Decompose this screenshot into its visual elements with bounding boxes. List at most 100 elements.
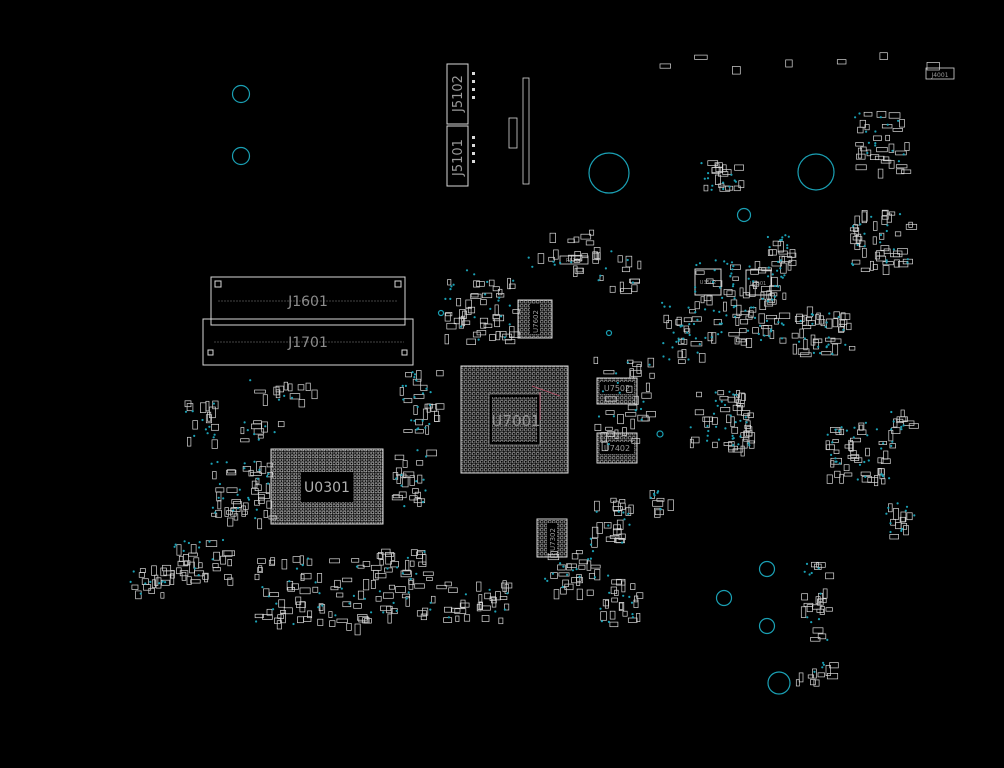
via: [668, 305, 672, 308]
via: [363, 597, 366, 600]
via: [283, 394, 286, 397]
via: [370, 611, 373, 614]
via: [890, 410, 893, 414]
via: [892, 420, 895, 423]
smd-component: [226, 487, 238, 493]
chip-u7302[interactable]: U7302: [536, 518, 568, 558]
via: [164, 581, 167, 584]
smd-component: [667, 499, 674, 511]
chip-u0301[interactable]: U0301: [270, 448, 384, 525]
chip-u7402[interactable]: U7402: [596, 432, 638, 464]
connector-j1701[interactable]: J1701: [202, 318, 414, 366]
via: [402, 398, 405, 401]
smd-component: [346, 623, 352, 631]
via: [826, 638, 829, 642]
via: [777, 321, 780, 324]
smd-component: [616, 578, 626, 586]
via: [570, 261, 573, 264]
smd-component: [227, 469, 236, 474]
mounting-hole: [758, 560, 776, 578]
via: [732, 393, 735, 396]
smd-component: [160, 592, 165, 599]
smd-component: [298, 399, 306, 408]
via: [656, 491, 659, 494]
smd-component: [860, 267, 870, 272]
smd-component: [242, 466, 251, 472]
via: [838, 462, 841, 465]
via: [897, 160, 901, 163]
via: [780, 322, 784, 325]
smd-component: [860, 146, 867, 152]
label-u7602: U7602: [532, 310, 540, 333]
via: [527, 256, 530, 259]
smd-component: [609, 621, 619, 628]
via: [723, 403, 727, 407]
via: [208, 540, 211, 543]
smd-component: [205, 400, 210, 412]
smd-component: [833, 311, 840, 319]
connector-j1601[interactable]: J1601: [210, 276, 406, 326]
smd-component: [714, 162, 723, 168]
smd-component: [342, 577, 353, 583]
connector-j4001[interactable]: J4001: [925, 67, 955, 80]
via: [301, 564, 304, 567]
smd-component: [745, 338, 753, 348]
smd-component: [405, 559, 410, 571]
via: [753, 316, 757, 319]
smd-component: [250, 471, 262, 476]
smd-component: [547, 553, 560, 561]
smd-component: [300, 574, 305, 581]
connector-j5102[interactable]: J5102: [446, 63, 469, 125]
via: [447, 616, 450, 619]
smd-component: [605, 410, 615, 415]
mounting-hole: [605, 329, 613, 337]
chip-u7001[interactable]: U7001: [460, 365, 569, 474]
smd-component: [591, 526, 599, 539]
smd-component: [659, 63, 671, 69]
smd-component: [190, 579, 201, 584]
via: [856, 243, 859, 247]
smd-component: [892, 128, 903, 132]
smd-component: [241, 505, 246, 517]
via: [659, 507, 662, 511]
smd-component: [177, 560, 188, 567]
via: [704, 308, 707, 311]
via: [879, 241, 882, 244]
via: [243, 462, 246, 465]
via: [559, 261, 562, 264]
via: [887, 506, 890, 509]
smd-component: [816, 312, 821, 320]
smd-component: [226, 469, 237, 476]
smd-component: [251, 480, 258, 489]
via: [779, 259, 783, 262]
smd-component: [266, 462, 273, 468]
smd-component: [826, 444, 835, 451]
smd-component: [836, 59, 847, 65]
smd-component: [342, 601, 352, 608]
via: [267, 472, 270, 475]
smd-component: [878, 441, 887, 445]
via: [423, 550, 426, 553]
components: [131, 52, 940, 687]
via: [238, 488, 241, 491]
smd-component: [630, 583, 636, 590]
connector-j5101[interactable]: J5101: [446, 125, 469, 187]
smd-component: [769, 292, 778, 297]
via: [544, 577, 547, 580]
smd-component: [734, 164, 744, 171]
smd-component: [179, 570, 189, 577]
via: [768, 335, 771, 338]
smd-component: [812, 668, 817, 679]
via: [616, 381, 619, 384]
smd-component: [712, 280, 723, 287]
smd-component: [740, 319, 749, 325]
smd-component: [211, 439, 218, 449]
smd-component: [848, 346, 856, 351]
smd-component: [207, 411, 212, 422]
smd-component: [573, 236, 580, 243]
chip-u7602[interactable]: U7602: [517, 299, 553, 339]
smd-component: [832, 343, 839, 356]
via: [634, 409, 637, 412]
smd-component: [181, 571, 187, 581]
smd-component: [830, 460, 835, 468]
